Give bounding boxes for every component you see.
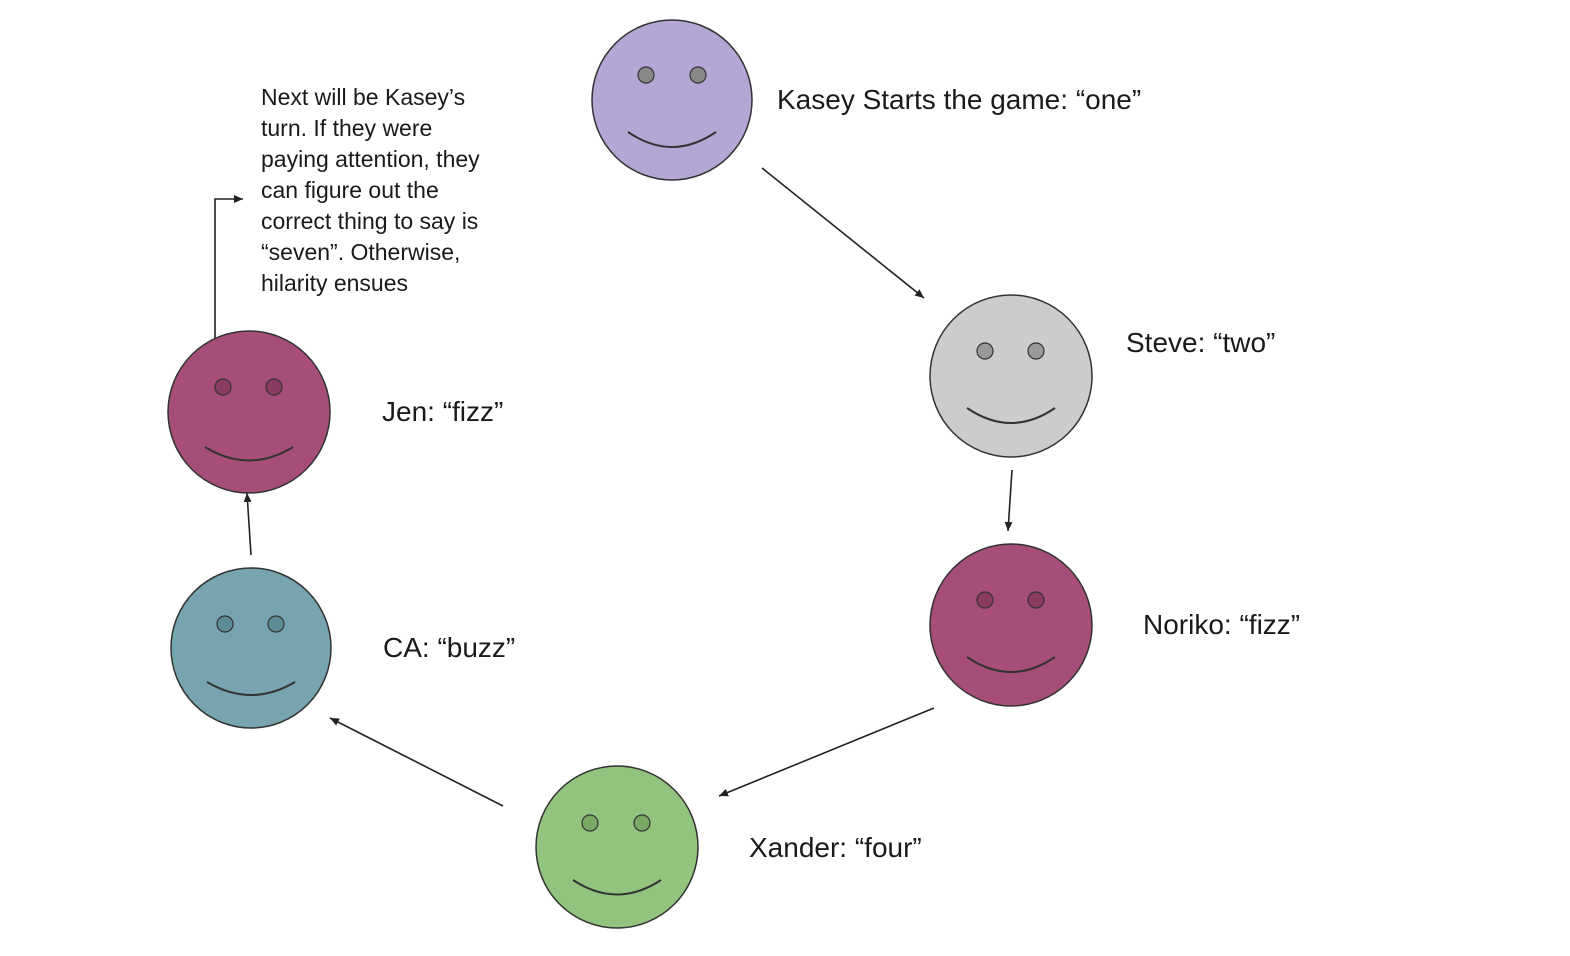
arrow-noriko-to-xander — [718, 707, 935, 797]
label-ca: CA: “buzz” — [383, 632, 516, 663]
arrow-ca-to-jen — [243, 492, 252, 556]
next-turn-note: Next will be Kasey’s turn. If they were … — [261, 82, 531, 299]
arrow-steve-to-noriko — [1004, 469, 1013, 532]
face-kasey-head — [591, 19, 753, 181]
note-line: can figure out the — [261, 177, 439, 203]
face-xander — [535, 765, 699, 929]
smile-icon — [627, 131, 717, 148]
face-ca — [170, 567, 332, 729]
eye-icon — [976, 591, 994, 609]
label-kasey: Kasey Starts the game: “one” — [777, 84, 1142, 115]
eye-icon — [689, 66, 707, 84]
face-ca-head — [170, 567, 332, 729]
smile-icon — [206, 681, 296, 696]
note-line: paying attention, they — [261, 146, 480, 172]
label-steve: Steve: “two” — [1126, 327, 1276, 358]
eye-icon — [216, 615, 234, 633]
smile-icon — [572, 879, 662, 896]
note-line: Next will be Kasey’s — [261, 84, 466, 110]
eye-icon — [214, 378, 232, 396]
note-line: hilarity ensues — [261, 270, 409, 296]
face-steve-head — [929, 294, 1093, 458]
face-steve — [929, 294, 1093, 458]
eye-icon — [976, 342, 994, 360]
smile-icon — [204, 446, 294, 462]
face-noriko-head — [929, 543, 1093, 707]
face-kasey — [591, 19, 753, 181]
note-line: correct thing to say is — [261, 208, 479, 234]
face-xander-head — [535, 765, 699, 929]
eye-icon — [633, 814, 651, 832]
eye-icon — [267, 615, 285, 633]
arrow-xander-to-ca — [329, 717, 504, 807]
note-line: turn. If they were — [261, 115, 433, 141]
eye-icon — [637, 66, 655, 84]
eye-icon — [1027, 591, 1045, 609]
label-noriko: Noriko: “fizz” — [1143, 609, 1301, 640]
eye-icon — [581, 814, 599, 832]
arrow-jen-to-note — [214, 195, 243, 372]
label-xander: Xander: “four” — [749, 832, 922, 863]
face-jen-head — [167, 330, 331, 494]
eye-icon — [265, 378, 283, 396]
smile-icon — [966, 656, 1056, 673]
face-noriko — [929, 543, 1093, 707]
face-jen — [167, 330, 331, 494]
smile-icon — [966, 407, 1056, 424]
note-line: “seven”. Otherwise, — [261, 239, 461, 265]
eye-icon — [1027, 342, 1045, 360]
arrow-kasey-to-steve — [761, 167, 925, 299]
label-jen: Jen: “fizz” — [382, 396, 504, 427]
